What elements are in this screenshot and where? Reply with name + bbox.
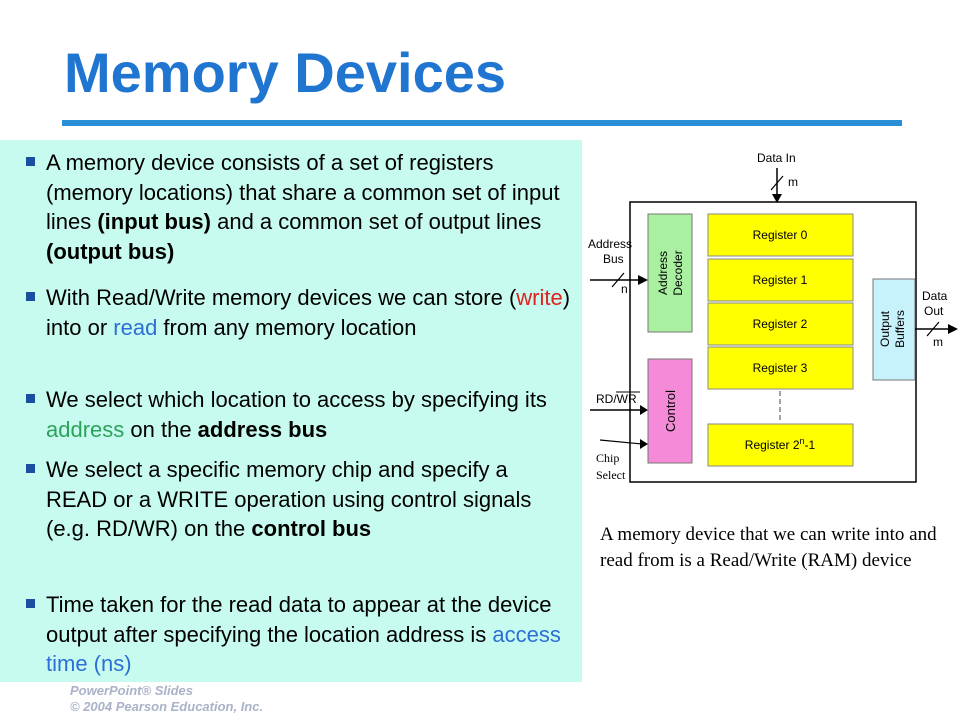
bullet-text: A memory device consists of a set of reg… — [46, 150, 560, 234]
bullet-text: Time taken for the read data to appear a… — [46, 592, 552, 647]
register-1-label: Register 1 — [753, 273, 808, 287]
register-last-label: Register 2n-1 — [745, 436, 816, 452]
register-last-suffix: -1 — [805, 438, 816, 452]
input-bus-term: (input bus) — [97, 209, 211, 234]
address-bus-label-line2: Bus — [603, 252, 624, 266]
control-label: Control — [663, 390, 678, 432]
register-2-label: Register 2 — [753, 317, 808, 331]
footer-line-2: © 2004 Pearson Education, Inc. — [70, 699, 264, 714]
bullet-text: ) into or — [46, 285, 571, 340]
bullet-access-time: Time taken for the read data to appear a… — [16, 590, 572, 679]
address-decoder-label-line2: Decoder — [671, 250, 685, 295]
data-in-width-label: m — [788, 175, 798, 189]
bullet-text: from any memory location — [157, 314, 417, 340]
rd-wr-label: RD/WR — [596, 392, 637, 406]
bullet-square-icon — [26, 292, 35, 301]
address-decoder-block — [647, 213, 693, 333]
chip-select-arrowhead — [640, 439, 648, 449]
register-0 — [707, 213, 854, 257]
access-time-term: access time (ns) — [46, 621, 561, 677]
footer-line-1: PowerPoint® Slides — [70, 683, 193, 698]
register-3-label: Register 3 — [753, 361, 808, 375]
data-out-width-slash — [926, 321, 940, 337]
register-0-label: Register 0 — [753, 228, 808, 242]
output-bus-term: (output bus) — [46, 238, 175, 264]
chip-select-arrow — [599, 439, 643, 445]
rd-wr-arrowhead — [640, 405, 648, 415]
address-bus-term: address bus — [197, 416, 328, 442]
title-underline — [62, 120, 902, 126]
write-term: write — [516, 285, 563, 310]
output-buffers-label-line2: Buffers — [893, 310, 907, 348]
data-in-width-slash — [770, 175, 784, 191]
footer-credit: PowerPoint® Slides© 2004 Pearson Educati… — [70, 683, 263, 715]
slide-title: Memory Devices — [64, 41, 507, 104]
bullet-text: With Read/Write memory devices we can st… — [46, 285, 517, 310]
bullet-text: on the — [124, 416, 198, 442]
register-2 — [707, 302, 854, 346]
bullet-square-icon — [26, 464, 35, 473]
address-bus-label-line1: Address — [588, 237, 632, 251]
bullet-square-icon — [26, 157, 35, 166]
data-out-label-line2: Out — [924, 304, 944, 318]
address-bus-arrowhead — [638, 275, 648, 285]
bullet-memory-device: A memory device consists of a set of reg… — [16, 148, 572, 266]
register-1 — [707, 258, 854, 302]
chip-select-label-line2: Select — [596, 468, 626, 482]
output-buffers-block — [872, 278, 916, 381]
data-out-arrowhead — [948, 324, 958, 334]
register-3 — [707, 346, 854, 390]
output-buffers-label-line1: Output — [878, 310, 892, 347]
bullet-control: We select a specific memory chip and spe… — [16, 455, 572, 544]
data-in-arrowhead — [772, 194, 782, 203]
address-bus-width-slash — [611, 272, 625, 288]
address-term: address — [46, 416, 125, 442]
register-last-prefix: Register 2 — [745, 438, 800, 452]
register-last-superscript: n — [800, 436, 805, 446]
address-decoder-label-line1: Address — [656, 251, 670, 295]
bullet-text: We select a specific memory chip and spe… — [46, 457, 532, 541]
data-in-label: Data In — [757, 151, 796, 165]
chip-select-label-line1: Chip — [596, 451, 619, 465]
output-buffers-label: OutputBuffers — [878, 310, 907, 348]
address-bus-width-label: n — [621, 282, 628, 296]
diagram-caption: A memory device that we can write into a… — [600, 524, 937, 571]
address-decoder-label: AddressDecoder — [656, 250, 685, 295]
bullet-text: and a common set of output lines — [211, 209, 542, 234]
data-out-label-line1: Data — [922, 289, 948, 303]
read-term: read — [113, 314, 158, 340]
bullet-address: We select which location to access by sp… — [16, 385, 572, 444]
bullet-square-icon — [26, 599, 35, 608]
register-last — [707, 423, 854, 467]
control-block — [647, 358, 693, 464]
bullet-text: We select which location to access by sp… — [46, 387, 547, 412]
data-out-width-label: m — [933, 335, 943, 349]
bullet-square-icon — [26, 394, 35, 403]
control-bus-term: control bus — [251, 516, 372, 541]
bullet-panel: A memory device consists of a set of reg… — [0, 140, 582, 682]
bullet-read-write: With Read/Write memory devices we can st… — [16, 283, 572, 342]
